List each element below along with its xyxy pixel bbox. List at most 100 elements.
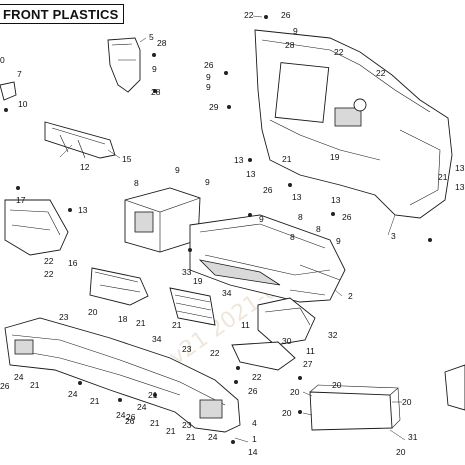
- callout-label: 13: [246, 169, 256, 179]
- callout-label: 19: [193, 276, 203, 286]
- callout-label: 28: [151, 87, 161, 97]
- part-console-box: [124, 187, 201, 253]
- callout-label: 13: [331, 195, 341, 205]
- callout-label: 26: [125, 416, 135, 426]
- callout-label: 23: [182, 420, 192, 430]
- part-rear-panel: [254, 29, 453, 219]
- callout-label: 2: [348, 291, 353, 301]
- callout-label: 13: [292, 192, 302, 202]
- callout-label: 21: [438, 172, 448, 182]
- part-bin-18: [89, 267, 149, 306]
- callout-label: 20: [396, 447, 406, 457]
- callout-label: 13: [234, 155, 244, 165]
- fasteners: [16, 15, 432, 444]
- callout-label: 23: [59, 312, 69, 322]
- callout-label: 4: [252, 418, 257, 428]
- callout-label: 9: [205, 177, 210, 187]
- callout-label: 7: [17, 69, 22, 79]
- callout-label: 21: [90, 396, 100, 406]
- callout-label: 22: [244, 10, 254, 20]
- callout-label: 24: [116, 410, 126, 420]
- callout-label: 5: [149, 32, 154, 42]
- callout-label: 26: [281, 10, 291, 20]
- callout-label: 29: [209, 102, 219, 112]
- callout-label: 17: [16, 195, 26, 205]
- callout-label: 24: [137, 402, 147, 412]
- callout-label: 21: [30, 380, 40, 390]
- part-bar-15: [44, 121, 116, 159]
- part-grill-34: [169, 287, 216, 326]
- callout-label: 16: [68, 258, 78, 268]
- callout-label: 31: [408, 432, 418, 442]
- callout-label: 22: [210, 348, 220, 358]
- callout-label: 20: [88, 307, 98, 317]
- callout-label: 22: [334, 47, 344, 57]
- part-shroud-32: [257, 297, 316, 346]
- callout-label: 26: [0, 381, 10, 391]
- callout-label: 34: [152, 334, 162, 344]
- callout-label: 22: [376, 68, 386, 78]
- part-piece-30: [231, 341, 296, 371]
- callout-label: 21: [166, 426, 176, 436]
- callout-label: 22: [44, 269, 54, 279]
- callout-label: 11: [241, 320, 250, 330]
- part-box-31: [309, 384, 401, 431]
- callout-label: 21: [172, 320, 182, 330]
- callout-label: 26: [342, 212, 352, 222]
- callout-label: 20: [282, 408, 292, 418]
- callout-label: 14: [248, 447, 258, 457]
- callout-label: 12: [80, 162, 90, 172]
- part-panel-16: [4, 199, 69, 256]
- callout-label: 24: [208, 432, 218, 442]
- callout-label: 21: [136, 318, 146, 328]
- callout-label: 26: [248, 386, 258, 396]
- callout-label: 9: [175, 165, 180, 175]
- part-edge-right: [444, 364, 465, 411]
- callout-label: 9: [336, 236, 341, 246]
- callout-label: 18: [118, 314, 128, 324]
- callout-label: 10: [18, 99, 28, 109]
- callout-label: 21: [150, 418, 160, 428]
- callout-label: 20: [290, 387, 300, 397]
- callout-label: 28: [285, 40, 295, 50]
- callout-label: 8: [134, 178, 139, 188]
- callout-label: 9: [152, 64, 157, 74]
- leader-lines: [59, 15, 406, 443]
- callout-label: 9: [259, 214, 264, 224]
- callout-label: 30: [282, 336, 292, 346]
- callout-label: 8: [290, 232, 295, 242]
- callout-label: 19: [330, 152, 340, 162]
- callout-label: 24: [14, 372, 24, 382]
- callout-label: 1: [252, 434, 257, 444]
- callout-label: 8: [298, 212, 303, 222]
- callout-labels: 22 26 9 28 22 26 9 9 22 29 5 28 9 28 7 1…: [0, 10, 465, 457]
- callout-label: 9: [206, 72, 211, 82]
- callout-label: 32: [328, 330, 338, 340]
- callout-label: 28: [157, 38, 167, 48]
- callout-label: 27: [303, 359, 313, 369]
- callout-label: 22: [44, 256, 54, 266]
- callout-label: 15: [122, 154, 132, 164]
- callout-label: 11: [306, 346, 315, 356]
- callout-label: 13: [455, 163, 465, 173]
- callout-label: 8: [316, 224, 321, 234]
- part-main-tray: [189, 214, 346, 303]
- callout-label: 22: [252, 372, 262, 382]
- diagram-title: FRONT PLASTICS: [3, 7, 119, 22]
- callout-label: 26: [263, 185, 273, 195]
- callout-label: 21: [282, 154, 292, 164]
- callout-label: 21: [148, 390, 158, 400]
- part-front-fascia: [4, 317, 241, 433]
- callout-label: 9: [206, 82, 211, 92]
- callout-label: 20: [332, 380, 342, 390]
- diagram-title-box: FRONT PLASTICS: [0, 4, 124, 24]
- callout-label: 20: [402, 397, 412, 407]
- callout-label: 26: [126, 412, 136, 422]
- part-clip-7: [0, 81, 17, 112]
- callout-label: 33: [182, 267, 192, 277]
- callout-label: 13: [78, 205, 88, 215]
- callout-label: 23: [182, 344, 192, 354]
- part-bracket-5: [107, 37, 141, 93]
- callout-label: 3: [391, 231, 396, 241]
